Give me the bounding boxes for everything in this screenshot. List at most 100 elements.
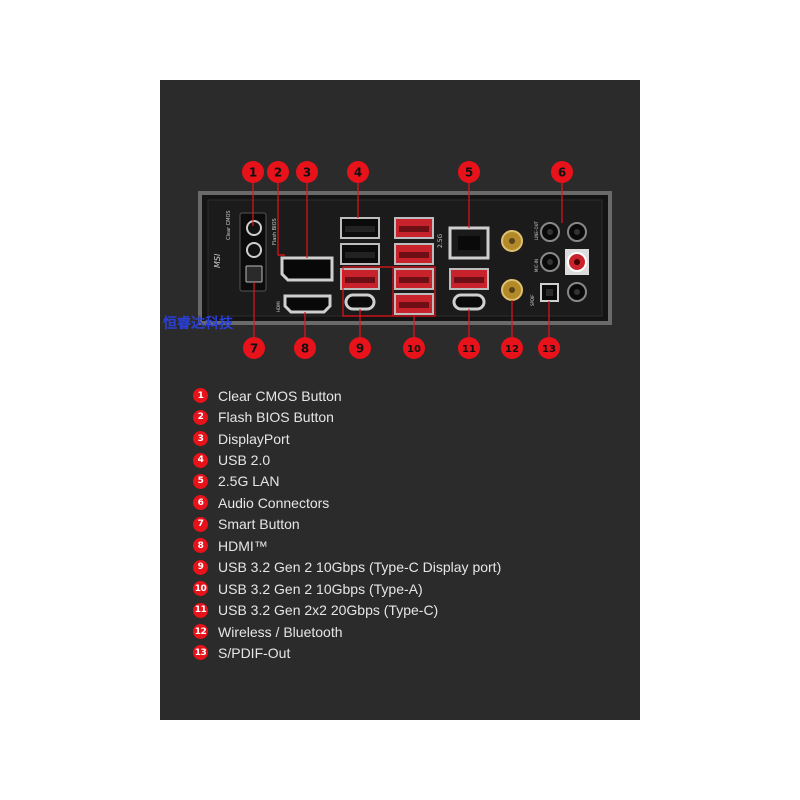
legend-badge: 3 xyxy=(193,431,208,447)
badge-circle xyxy=(403,337,425,359)
callout-badge-6: 6 xyxy=(551,161,573,183)
antenna-core xyxy=(509,287,515,293)
badge-number: 8 xyxy=(301,342,309,356)
legend-item: 5 2.5G LAN xyxy=(193,471,501,492)
legend-badge: 5 xyxy=(193,473,208,489)
antenna-core xyxy=(509,238,515,244)
usb-2-ports xyxy=(340,217,380,265)
legend-label: Clear CMOS Button xyxy=(218,387,342,404)
legend-item: 11 USB 3.2 Gen 2x2 20Gbps (Type-C) xyxy=(193,599,501,620)
badge-number: 1 xyxy=(249,166,257,180)
left-button-block: Clear CMOS Flash BIOS xyxy=(226,210,278,292)
callout-badge-10: 10 xyxy=(403,337,425,359)
watermark-text: 恒睿达科技 xyxy=(163,316,233,332)
usb-port-tongue xyxy=(399,302,429,308)
callout-badge-13: 13 xyxy=(538,337,560,359)
callout-badge-8: 8 xyxy=(294,337,316,359)
legend-badge: 8 xyxy=(193,538,208,554)
clear-cmos-label: Clear CMOS xyxy=(226,210,232,240)
legend-label: DisplayPort xyxy=(218,430,290,447)
badge-number: 7 xyxy=(250,342,258,356)
audio-label-1: LINE-OUT xyxy=(534,220,539,240)
usb-port-tongue xyxy=(345,252,375,258)
displayport-connector xyxy=(280,256,334,282)
callout-badge-11: 11 xyxy=(458,337,480,359)
legend-label: USB 2.0 xyxy=(218,452,271,469)
hdmi-label: HDMI xyxy=(276,301,281,312)
spdif-inner xyxy=(546,289,553,296)
legend-label: Audio Connectors xyxy=(218,494,330,511)
lan-speed-label: 2.5G xyxy=(437,233,444,248)
legend-label: USB 3.2 Gen 2 10Gbps (Type-C Display por… xyxy=(218,559,502,576)
spdif-label: SPDIF xyxy=(530,294,535,306)
legend-badge: 1 xyxy=(193,388,208,404)
usb-port-tongue xyxy=(345,226,375,232)
usb-3-gen2-ports xyxy=(394,217,434,315)
badge-circle xyxy=(267,161,289,183)
flash-bios-label: Flash BIOS xyxy=(272,218,278,245)
badge-circle xyxy=(349,337,371,359)
legend-badge: 2 xyxy=(193,409,208,425)
usb-port-tongue xyxy=(345,277,375,283)
badge-circle xyxy=(296,161,318,183)
badge-number: 2 xyxy=(274,166,282,180)
legend-badge: 6 xyxy=(193,495,208,511)
badge-circle xyxy=(294,337,316,359)
product-panel: Clear CMOS Flash BIOS MSI HDMI xyxy=(160,80,640,720)
badge-circle xyxy=(242,161,264,183)
legend-label: USB 3.2 Gen 2x2 20Gbps (Type-C) xyxy=(218,602,439,619)
callout-badge-2: 2 xyxy=(267,161,289,183)
legend-badge: 4 xyxy=(193,452,208,468)
legend-item: 4 USB 2.0 xyxy=(193,449,501,470)
callout-badge-1: 1 xyxy=(242,161,264,183)
legend-badge: 12 xyxy=(193,624,208,640)
legend-label: USB 3.2 Gen 2 10Gbps (Type-A) xyxy=(218,580,423,597)
legend-badge: 11 xyxy=(193,602,208,618)
msi-logo: MSI xyxy=(213,253,222,268)
legend-item: 3 DisplayPort xyxy=(193,428,501,449)
callout-badges: 1 2 3 4 5 6 xyxy=(242,161,573,359)
legend-badge: 7 xyxy=(193,516,208,532)
audio-label-2: MIC-IN xyxy=(534,259,539,272)
legend-label: 2.5G LAN xyxy=(218,473,280,490)
badge-circle xyxy=(458,161,480,183)
smart-button[interactable] xyxy=(245,265,263,283)
badge-number: 11 xyxy=(462,344,476,355)
badge-circle xyxy=(551,161,573,183)
hdmi-connector xyxy=(283,294,332,314)
legend-item: 7 Smart Button xyxy=(193,514,501,535)
callout-lines xyxy=(252,182,563,337)
legend-badge: 10 xyxy=(193,581,208,597)
callout-badge-5: 5 xyxy=(458,161,480,183)
jack-hole xyxy=(574,259,580,265)
badge-number: 5 xyxy=(465,166,473,180)
badge-circle xyxy=(538,337,560,359)
legend-label: Smart Button xyxy=(218,516,300,533)
badge-number: 6 xyxy=(558,166,566,180)
jack-hole xyxy=(547,229,553,235)
legend-item: 6 Audio Connectors xyxy=(193,492,501,513)
callout-line-2 xyxy=(277,182,285,256)
jack-hole xyxy=(547,259,553,265)
legend-badge: 13 xyxy=(193,645,208,661)
usb-port-tongue xyxy=(399,277,429,283)
legend-item: 10 USB 3.2 Gen 2 10Gbps (Type-A) xyxy=(193,578,501,599)
badge-number: 4 xyxy=(354,166,362,180)
badge-circle xyxy=(458,337,480,359)
flash-bios-button[interactable] xyxy=(246,242,262,258)
io-shield-diagram: Clear CMOS Flash BIOS MSI HDMI xyxy=(198,161,612,359)
audio-jacks: LINE-OUT MIC-IN xyxy=(534,220,589,302)
jack-hole xyxy=(574,289,580,295)
legend-label: HDMI™ xyxy=(218,537,268,554)
badge-circle xyxy=(501,337,523,359)
badge-number: 10 xyxy=(407,344,421,355)
badge-circle xyxy=(347,161,369,183)
legend-item: 1 Clear CMOS Button xyxy=(193,385,501,406)
usb-port-tongue xyxy=(454,277,484,283)
usb-port-tongue xyxy=(399,252,429,258)
clear-cmos-button[interactable] xyxy=(246,220,262,236)
